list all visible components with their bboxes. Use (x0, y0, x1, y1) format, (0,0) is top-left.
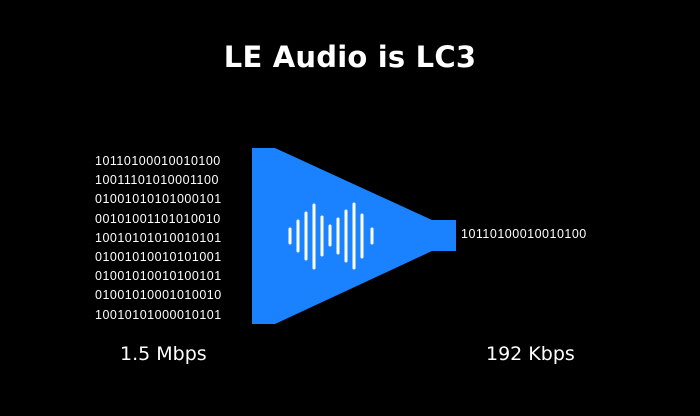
input-bit-row: 00101001101010010 (95, 211, 221, 226)
input-bit-row: 01001010001010010 (95, 288, 222, 303)
input-bit-row: 10010101000010101 (95, 307, 222, 322)
input-bitstream: 10110100010010100 10011101010001100 0100… (95, 152, 240, 325)
sound-wave-icon (288, 202, 374, 270)
page-title: LE Audio is LC3 (223, 40, 477, 74)
input-bit-row: 10010101010010101 (95, 230, 222, 245)
input-bit-row: 01001010010101001 (95, 250, 222, 265)
input-bit-row: 01001010010100101 (95, 269, 222, 284)
input-bit-row: 01001010101000101 (95, 192, 222, 207)
input-bit-row: 10011101010001100 (95, 173, 219, 188)
output-bitrate-label: 192 Kbps (486, 343, 575, 365)
output-bitstream: 10110100010010100 (461, 227, 587, 241)
input-bit-row: 10110100010010100 (95, 154, 221, 168)
input-bitrate-label: 1.5 Mbps (120, 343, 207, 365)
